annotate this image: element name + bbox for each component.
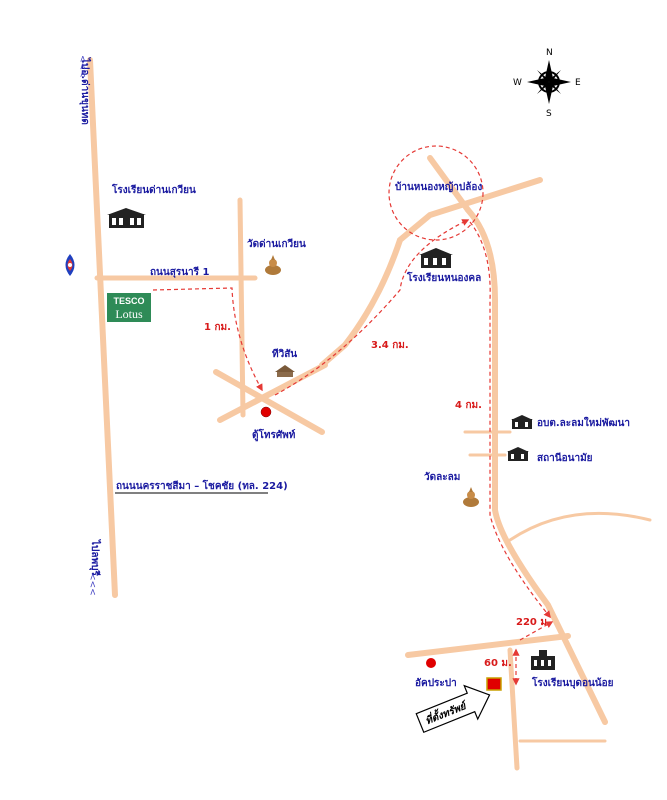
compass-n: N	[546, 48, 553, 58]
compass-icon: N S E W	[513, 48, 581, 119]
tap-marker	[426, 658, 436, 668]
label-wat-kham: วัดด่านเกวียน	[247, 238, 306, 250]
road-curve-east	[508, 511, 652, 542]
route-phone-to-village	[274, 219, 470, 396]
road-diagonal	[319, 177, 543, 368]
label-school-kham: โรงเรียนด่านเกวียน	[111, 183, 196, 196]
telephone-marker	[260, 406, 272, 418]
label-to-kham: ไปอ.ด่านขุนทด	[79, 57, 92, 125]
compass-w: W	[513, 78, 522, 88]
roads	[87, 57, 652, 771]
distance-3-4km: 3.4 กม.	[371, 340, 409, 351]
road-main-west	[87, 57, 118, 598]
label-telephone: ตู้โทรศัพท์	[252, 428, 296, 442]
label-to-lopburi: ไปลพบุรี	[89, 539, 102, 576]
label-village: บ้านหนองหญ้าปล้อง	[395, 181, 482, 193]
compass-e: E	[575, 78, 581, 88]
health-station-icon	[507, 447, 529, 461]
distance-4km: 4 กม.	[455, 400, 482, 411]
road-upper-left	[427, 155, 471, 213]
compass-s: S	[546, 109, 552, 119]
lotus-text: Lotus	[115, 307, 143, 321]
temple-lalom-icon	[463, 487, 479, 507]
distance-1km: 1 กม.	[204, 322, 231, 333]
village-highlight-circle	[388, 145, 484, 241]
label-wat-lalom: วัดละลม	[424, 471, 460, 483]
label-school-final: โรงเรียนบุดอนน้อย	[531, 676, 614, 689]
road-cross-sw	[217, 362, 328, 423]
school-icon	[107, 208, 146, 228]
temple-icon	[265, 255, 281, 275]
site-marker	[486, 677, 502, 691]
label-road-suranari: ถนนสุรนารี 1	[150, 266, 210, 278]
road-east-long	[465, 207, 608, 725]
distance-60m: 60 ม.	[484, 658, 512, 669]
tesco-text: TESCO	[113, 296, 144, 306]
school-final-icon	[531, 650, 555, 670]
road-cross-nw	[213, 369, 325, 435]
chevrons-bottom: <<<	[87, 573, 97, 596]
gas-station-icon	[65, 254, 75, 276]
route-220m	[519, 621, 554, 641]
route-suranari-to-phone	[152, 287, 263, 392]
label-highway: ถนนนครราชสีมา – โชคชัย (ทล. 224)	[116, 479, 288, 492]
obt-icon	[511, 415, 533, 429]
chevrons-top: <<<	[77, 55, 87, 78]
pavilion-icon	[275, 365, 295, 377]
label-thisin: ทีวิสัน	[272, 348, 297, 360]
label-school-nong: โรงเรียนหนองคล	[406, 271, 481, 284]
distance-220m: 220 ม.	[516, 617, 551, 628]
road-wat-kham	[237, 197, 246, 418]
road-site	[507, 647, 520, 771]
road-bottom	[405, 633, 571, 658]
label-health: สถานีอนามัย	[537, 452, 593, 464]
route-village-south	[469, 221, 551, 619]
tesco-lotus-logo: TESCO Lotus	[107, 293, 151, 322]
school-nong-icon	[419, 248, 453, 268]
label-tap: อัคประปา	[415, 677, 457, 689]
label-obt: อบต.ละลมใหม่พัฒนา	[537, 416, 630, 429]
